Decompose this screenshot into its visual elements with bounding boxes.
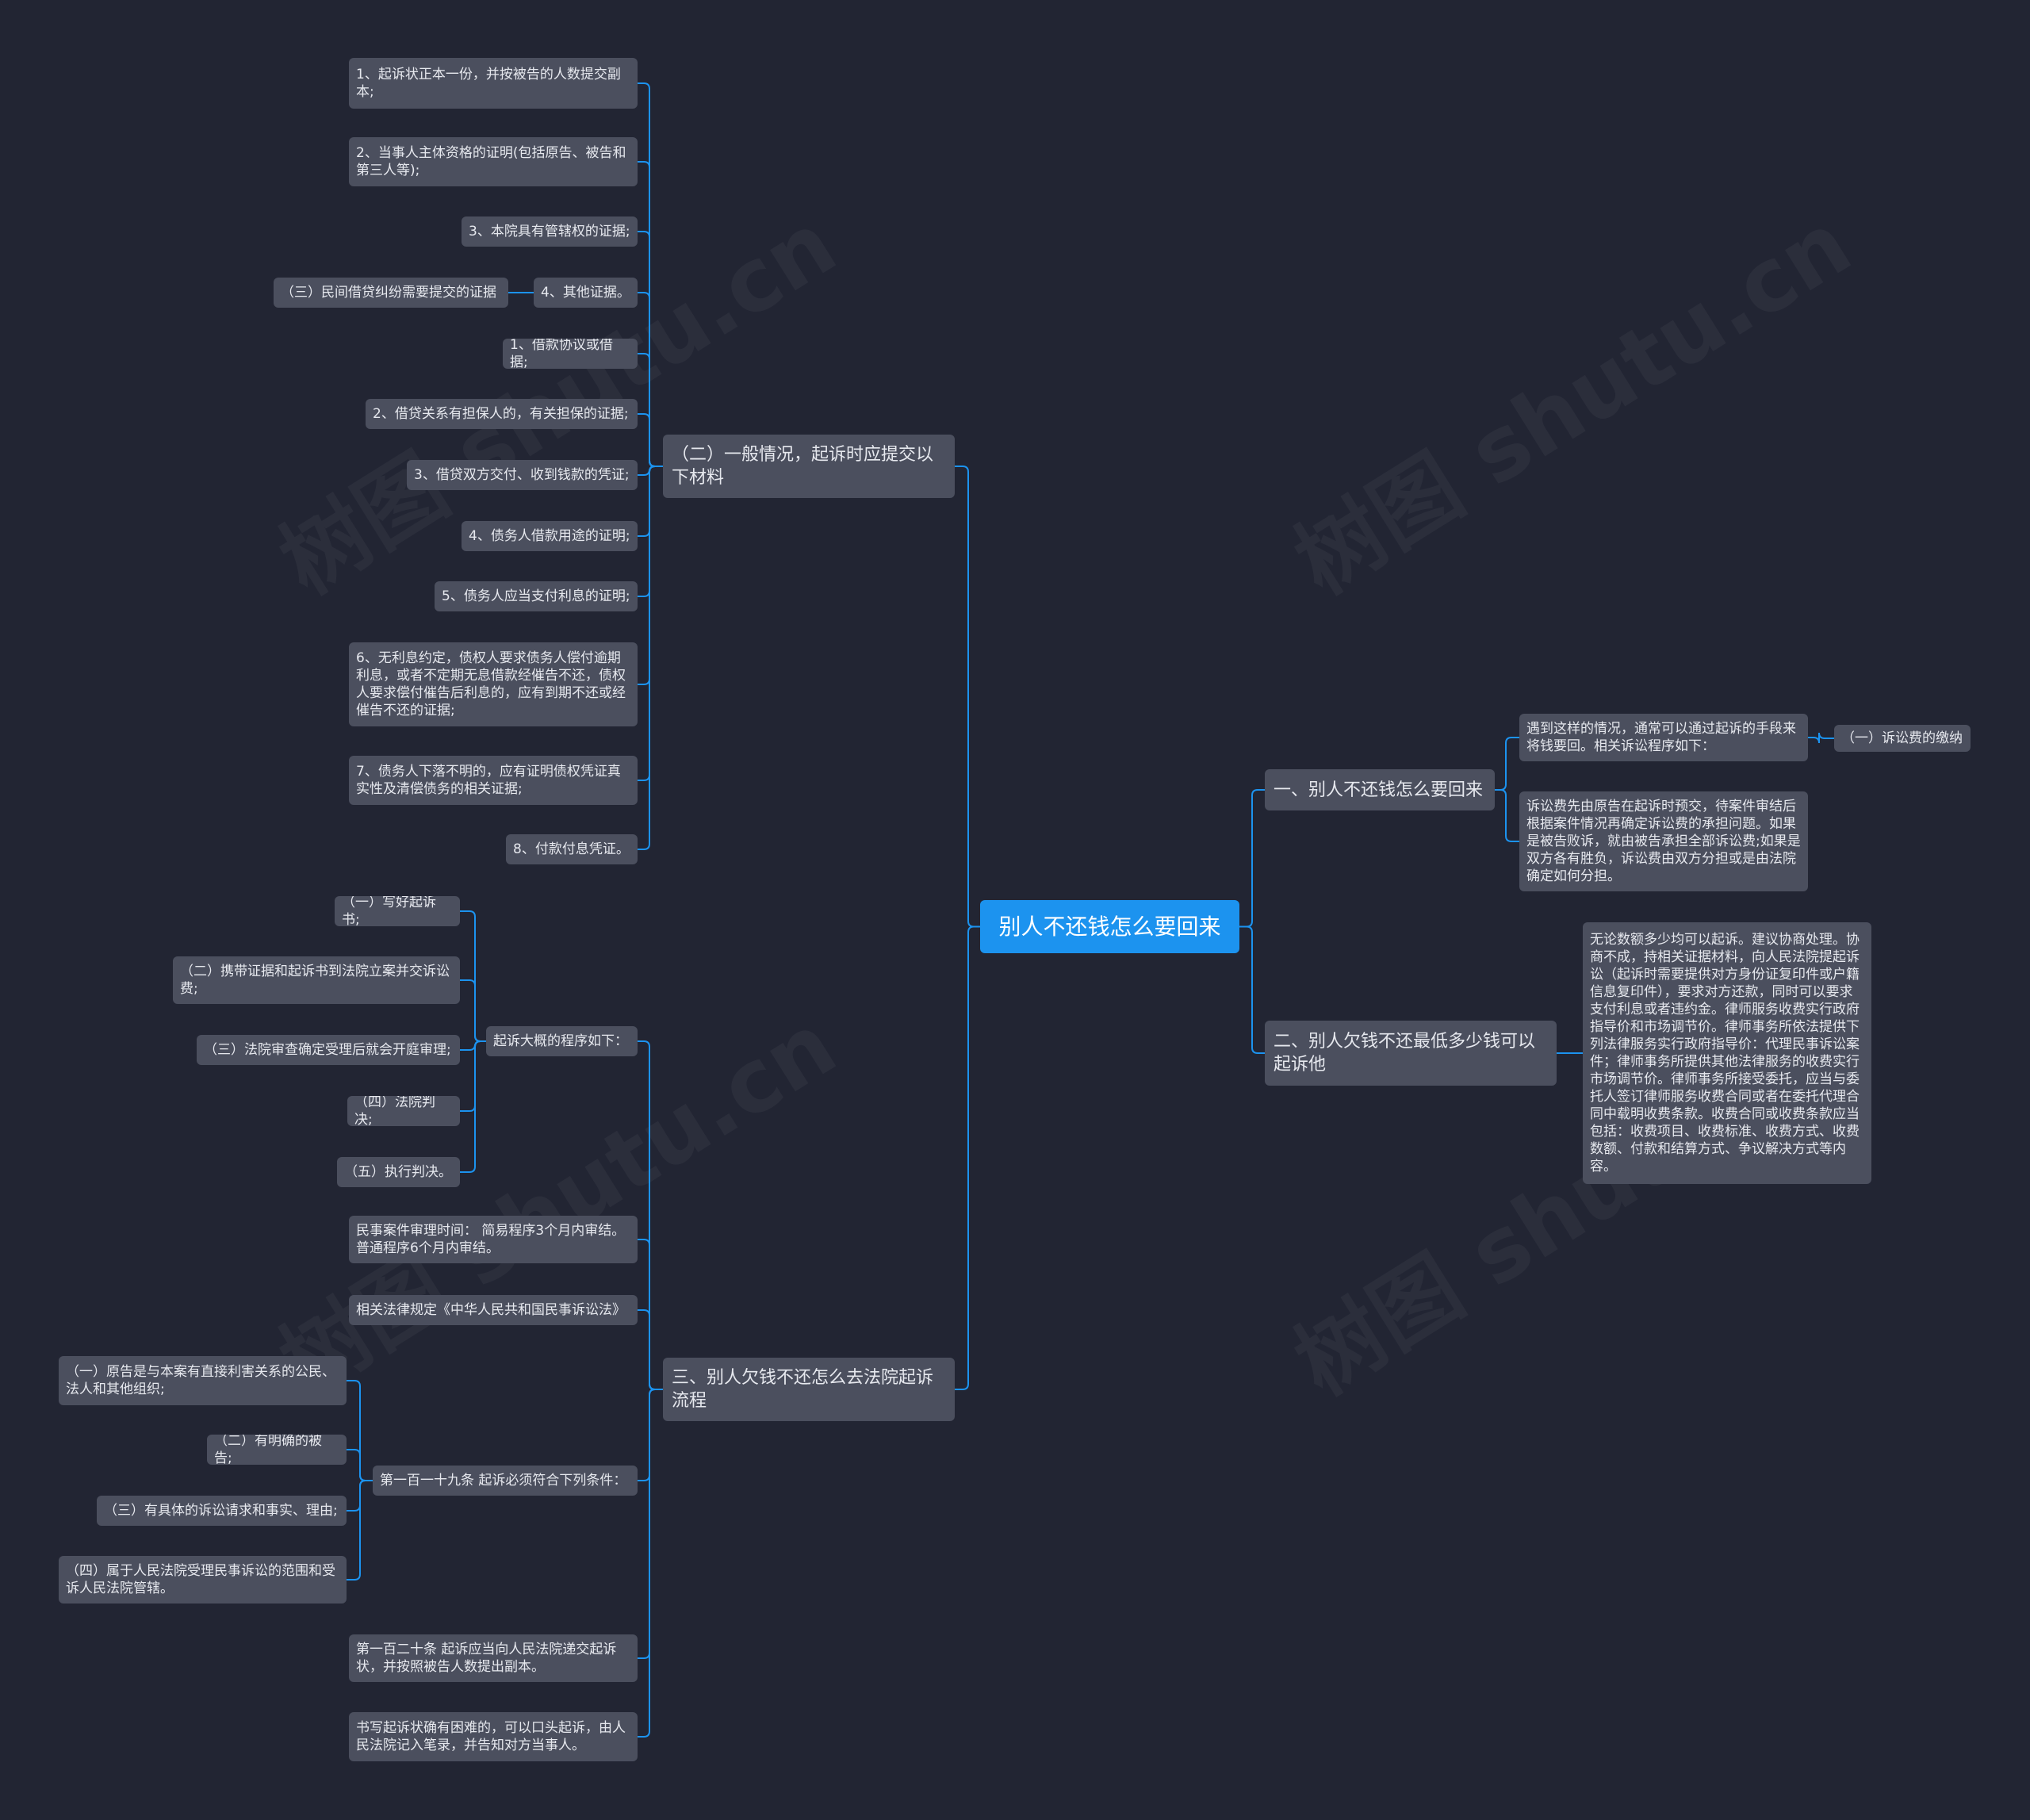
- connector-topic-how-to-recover-money-litigation-fee-detail-node: [1495, 789, 1519, 842]
- connector-root-node-topic-materials-to-submit: [955, 466, 980, 928]
- connector-topic-court-procedure-oral-complaint-node: [638, 1389, 663, 1738]
- material-item-3[interactable]: 3、本院具有管辖权的证据;: [462, 216, 638, 247]
- connector-procedure-overview-node-procedure-step-1: [460, 910, 486, 1042]
- topic-court-procedure[interactable]: 三、别人欠钱不还怎么去法院起诉流程: [663, 1358, 955, 1421]
- condition-2[interactable]: （二）有明确的被告;: [207, 1435, 347, 1465]
- procedure-step-5[interactable]: （五）执行判决。: [337, 1157, 460, 1187]
- topic-minimum-amount[interactable]: 二、别人欠钱不还最低多少钱可以起诉他: [1265, 1021, 1557, 1086]
- condition-4[interactable]: （四）属于人民法院受理民事诉讼的范围和受诉人民法院管辖。: [59, 1556, 347, 1604]
- root-node[interactable]: 别人不还钱怎么要回来: [980, 900, 1239, 953]
- loan-evidence-item-3[interactable]: 3、借贷双方交付、收到钱款的凭证;: [407, 460, 638, 490]
- loan-evidence-item-5[interactable]: 5、债务人应当支付利息的证明;: [435, 581, 638, 611]
- loan-evidence-item-8[interactable]: 8、付款付息凭证。: [506, 834, 638, 864]
- procedure-step-1[interactable]: （一）写好起诉书;: [335, 896, 460, 926]
- connector-root-node-topic-how-to-recover-money: [1239, 789, 1265, 928]
- topic-how-to-recover-money[interactable]: 一、别人不还钱怎么要回来: [1265, 769, 1495, 810]
- minimum-amount-detail-node[interactable]: 无论数额多少均可以起诉。建议协商处理。协商不成，持相关证据材料，向人民法院提起诉…: [1583, 922, 1871, 1184]
- litigation-fee-detail-node[interactable]: 诉讼费先由原告在起诉时预交，待案件审结后根据案件情况再确定诉讼费的承担问题。如果…: [1519, 791, 1808, 891]
- connector-lawsuit-intro-node-litigation-fee-node: [1808, 732, 1834, 744]
- connector-root-node-topic-minimum-amount: [1239, 925, 1265, 1054]
- oral-complaint-node[interactable]: 书写起诉状确有困难的，可以口头起诉，由人民法院记入笔录，并告知对方当事人。: [349, 1712, 638, 1761]
- trial-time-node[interactable]: 民事案件审理时间： 简易程序3个月内审结。普通程序6个月内审结。: [349, 1216, 638, 1263]
- connector-topic-materials-to-submit-loan-evidence-item-8: [638, 466, 663, 850]
- connector-procedure-overview-node-procedure-step-2: [460, 979, 486, 1042]
- related-law-node[interactable]: 相关法律规定《中华人民共和国民事诉讼法》: [349, 1295, 638, 1325]
- procedure-step-4[interactable]: （四）法院判决;: [347, 1096, 460, 1126]
- material-item-4[interactable]: 4、其他证据。: [534, 278, 638, 308]
- loan-evidence-item-2[interactable]: 2、借贷关系有担保人的，有关担保的证据;: [366, 399, 638, 429]
- connector-procedure-overview-node-procedure-step-4: [460, 1040, 486, 1112]
- loan-evidence-item-7[interactable]: 7、债务人下落不明的，应有证明债权凭证真实性及清偿债务的相关证据;: [349, 756, 638, 805]
- connector-article-119-node-condition-4: [347, 1480, 373, 1581]
- article-120-node[interactable]: 第一百二十条 起诉应当向人民法院递交起诉状，并按照被告人数提出副本。: [349, 1634, 638, 1682]
- loan-evidence-item-6[interactable]: 6、无利息约定，债权人要求债务人偿付逾期利息，或者不定期无息借款经催告不还，债权…: [349, 642, 638, 726]
- loan-evidence-item-4[interactable]: 4、债务人借款用途的证明;: [462, 521, 638, 551]
- condition-3[interactable]: （三）有具体的诉讼请求和事实、理由;: [97, 1496, 347, 1526]
- connector-procedure-overview-node-procedure-step-5: [460, 1040, 486, 1173]
- procedure-overview-node[interactable]: 起诉大概的程序如下：: [486, 1026, 638, 1056]
- connector-topic-court-procedure-related-law-node: [638, 1309, 663, 1390]
- connector-root-node-topic-court-procedure: [955, 925, 980, 1390]
- condition-1[interactable]: （一）原告是与本案有直接利害关系的公民、法人和其他组织;: [59, 1356, 347, 1405]
- loan-evidence-item-1[interactable]: 1、借款协议或借据;: [503, 339, 638, 369]
- article-119-node[interactable]: 第一百一十九条 起诉必须符合下列条件：: [373, 1466, 638, 1496]
- procedure-step-2[interactable]: （二）携带证据和起诉书到法院立案并交诉讼费;: [173, 956, 460, 1004]
- connector-article-119-node-condition-2: [347, 1449, 373, 1481]
- litigation-fee-node[interactable]: （一）诉讼费的缴纳: [1834, 725, 1971, 752]
- loan-dispute-evidence-node[interactable]: （三）民间借贷纠纷需要提交的证据: [274, 278, 508, 308]
- lawsuit-intro-node[interactable]: 遇到这样的情况，通常可以通过起诉的手段来将钱要回。相关诉讼程序如下：: [1519, 714, 1808, 761]
- material-item-1[interactable]: 1、起诉状正本一份，并按被告的人数提交副本;: [349, 58, 638, 109]
- topic-materials-to-submit[interactable]: （二）一般情况，起诉时应提交以下材料: [663, 435, 955, 498]
- procedure-step-3[interactable]: （三）法院审查确定受理后就会开庭审理;: [197, 1035, 460, 1065]
- connector-topic-how-to-recover-money-lawsuit-intro-node: [1495, 737, 1519, 791]
- connector-topic-materials-to-submit-loan-evidence-item-2: [638, 413, 663, 467]
- connector-procedure-overview-node-procedure-step-3: [460, 1040, 486, 1051]
- material-item-2[interactable]: 2、当事人主体资格的证明(包括原告、被告和第三人等);: [349, 137, 638, 186]
